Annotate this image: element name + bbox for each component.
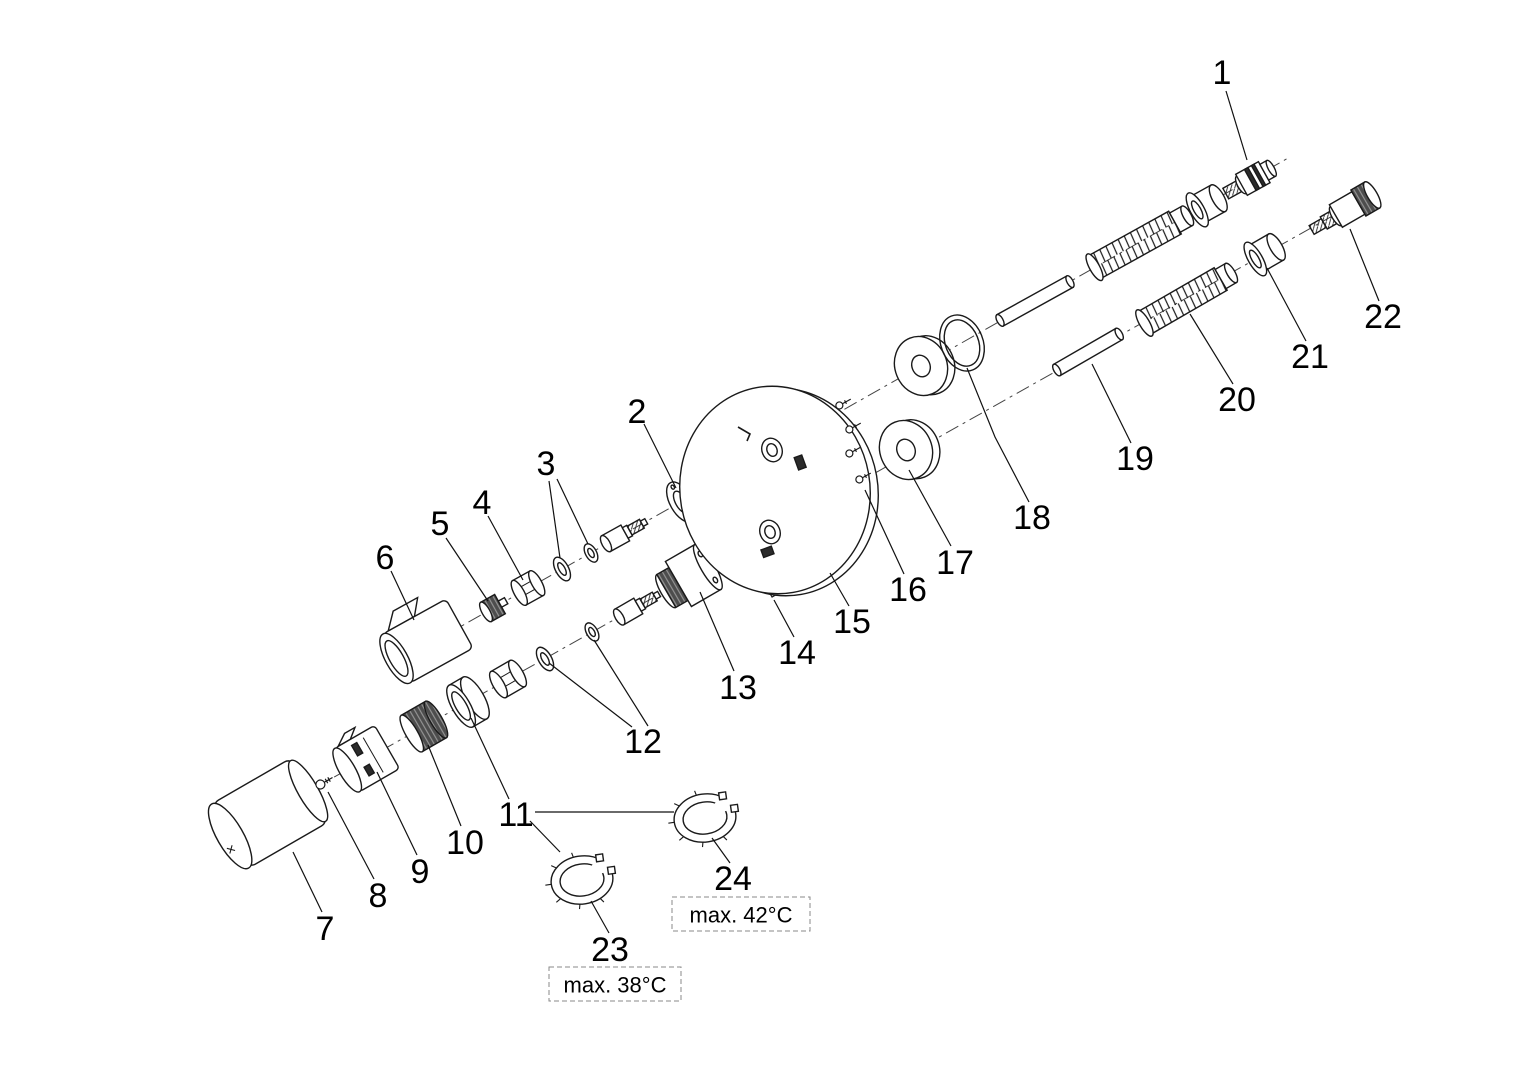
round-nut-upper (1185, 184, 1228, 228)
note-max-42c-text: max. 42°C (690, 903, 793, 928)
leader-22 (1349, 228, 1380, 302)
callout-20: 20 (1218, 381, 1256, 419)
part-18-o-ring (939, 314, 985, 372)
part-15-cover-plate (679, 385, 879, 597)
callout-8: 8 (369, 877, 388, 915)
part-17-escutcheon-disc (878, 419, 941, 481)
part-4-hex-nut (510, 569, 546, 607)
leader-13 (699, 591, 735, 672)
washer-lower-2 (584, 622, 600, 642)
part-13-valve-body (654, 543, 723, 609)
extension-tube-upper (995, 274, 1075, 328)
leader-9 (376, 771, 418, 856)
part-5-gear-insert (478, 593, 509, 623)
leader-7 (292, 851, 323, 913)
callout-19: 19 (1116, 440, 1154, 478)
leader-4 (487, 515, 524, 581)
leader-10 (427, 744, 462, 827)
callout-4: 4 (473, 484, 492, 522)
callout-21: 21 (1291, 338, 1329, 376)
leader-15 (829, 572, 850, 607)
callout-5: 5 (431, 505, 450, 543)
part-6-sleeve (379, 596, 472, 685)
note-max-38c: max. 38°C (548, 966, 682, 1002)
leader-8 (327, 791, 375, 880)
threaded-sleeve-upper (1085, 205, 1195, 282)
note-max-38c-text: max. 38°C (564, 973, 667, 998)
leader-19 (1091, 363, 1132, 444)
leader-12a (548, 662, 633, 728)
part-8-screw (315, 776, 333, 790)
part-7-handle (207, 759, 329, 870)
part-24-stop-ring (668, 782, 747, 848)
callout-24: 24 (714, 860, 752, 898)
hex-nut-lower (488, 659, 528, 699)
part-9-regulating-unit (332, 725, 399, 793)
leader-12b (593, 639, 649, 727)
callout-16: 16 (889, 571, 927, 609)
escutcheon-disc-upper (893, 335, 956, 397)
spindle-lower (612, 590, 662, 626)
callout-13: 13 (719, 669, 757, 707)
callout-1: 1 (1213, 54, 1232, 92)
leader-14 (773, 599, 795, 638)
callout-6: 6 (376, 539, 395, 577)
spindle-upper (599, 517, 649, 553)
callout-10: 10 (446, 824, 484, 862)
callout-12: 12 (624, 723, 662, 761)
callout-9: 9 (411, 853, 430, 891)
washer-lower-1 (535, 646, 555, 672)
part-19-extension-tube (1051, 327, 1125, 377)
callout-23: 23 (591, 931, 629, 969)
leader-3a (548, 480, 561, 559)
callout-7: 7 (316, 910, 335, 948)
leader-16 (864, 489, 905, 575)
leader-11a (470, 717, 510, 800)
part-10-knurled-ring (399, 700, 449, 753)
callout-14: 14 (778, 634, 816, 672)
callout-2: 2 (628, 393, 647, 431)
leader-3b (556, 478, 589, 545)
leader-18 (966, 367, 1030, 503)
leader-6 (390, 570, 415, 621)
note-max-42c: max. 42°C (671, 896, 811, 932)
leader-2 (643, 423, 677, 489)
leader-11b (529, 820, 561, 853)
leader-17 (908, 469, 952, 547)
callout-3: 3 (537, 445, 556, 483)
callout-15: 15 (833, 603, 871, 641)
washer-upper-1 (552, 556, 572, 582)
leader-5 (445, 537, 489, 602)
part-23-stop-ring (545, 844, 624, 910)
part-21-round-nut (1243, 232, 1286, 277)
washer-upper-2 (583, 543, 599, 563)
part-11-sleeve-ring (446, 676, 490, 728)
centerline-upper (397, 156, 1291, 663)
part-16-fixing-screws (835, 398, 872, 484)
callout-18: 18 (1013, 499, 1051, 537)
part-1-thermostat-cartridge (1221, 159, 1278, 200)
leader-20 (1189, 313, 1234, 385)
callout-17: 17 (936, 544, 974, 582)
callout-22: 22 (1364, 298, 1402, 336)
leader-24 (711, 837, 731, 864)
leader-1 (1225, 90, 1248, 161)
part-20-threaded-sleeve (1135, 262, 1239, 337)
leader-21 (1266, 267, 1307, 342)
part-22-valve-cartridge (1308, 181, 1382, 236)
leader-23 (590, 900, 610, 934)
leader-lines (292, 90, 1380, 934)
callout-numbers: 1 2 3 4 5 6 7 8 9 10 11 12 13 14 15 16 1… (316, 54, 1402, 969)
callout-11: 11 (498, 796, 533, 834)
